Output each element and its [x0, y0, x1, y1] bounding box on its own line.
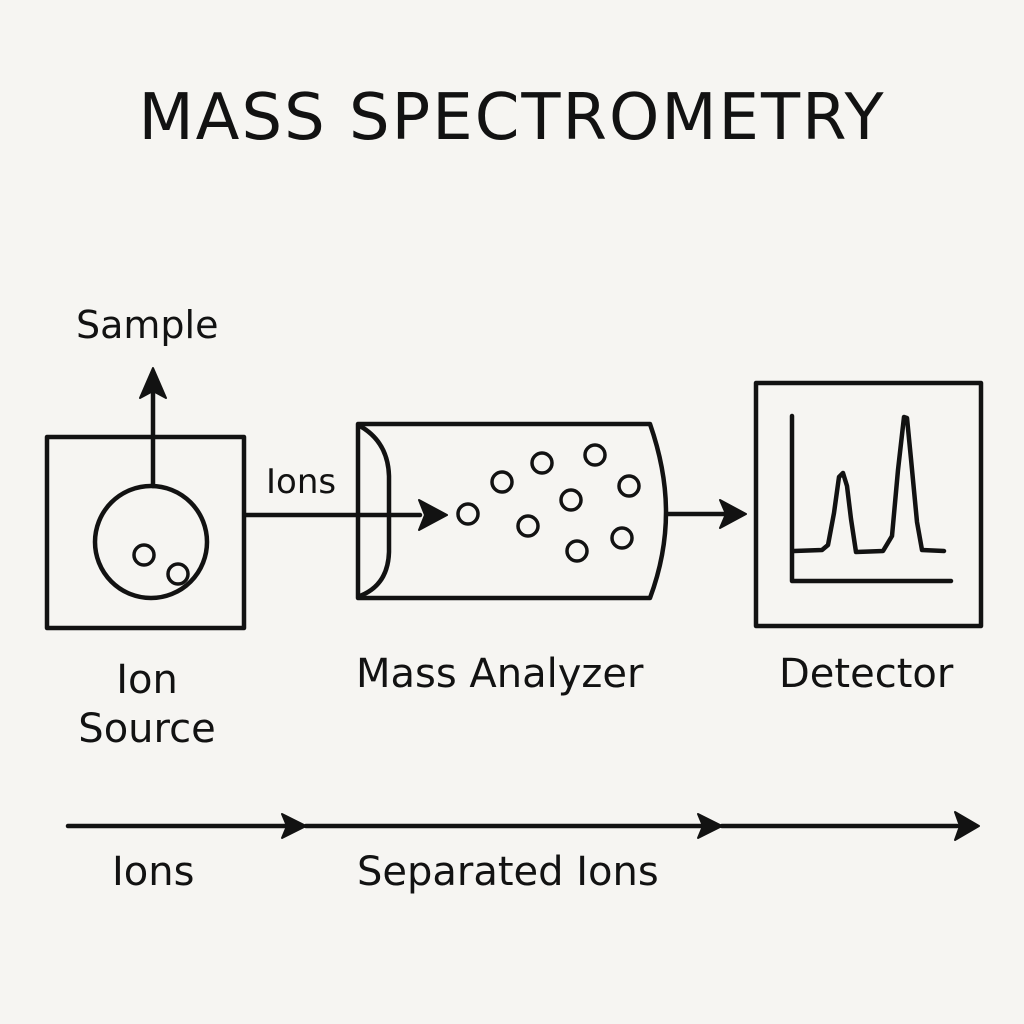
ion-source-box	[44, 434, 247, 631]
separated-ion	[456, 502, 480, 526]
separated-ion	[610, 526, 634, 550]
detector-block	[753, 380, 984, 629]
bottom-flow-arrowhead	[281, 813, 307, 839]
detector-label: Detector	[779, 651, 954, 697]
separated-ion	[530, 451, 554, 475]
separated-ion	[559, 488, 583, 512]
ion-particle	[132, 543, 156, 567]
detector-arrowhead	[719, 499, 747, 529]
bottom-flow-arrow	[65, 811, 980, 841]
bottom-ions-label: Ions	[112, 849, 195, 895]
bottom-flow-arrowhead	[954, 811, 980, 841]
diagram-title: MASS SPECTROMETRY	[138, 81, 886, 155]
detector-box	[753, 380, 984, 629]
ion-particle	[166, 562, 190, 586]
analyzer-entrance-curve	[357, 423, 392, 599]
ion-beam-arrow	[243, 499, 448, 531]
spectrum-peaks	[791, 414, 947, 555]
ion-beam-arrowhead	[418, 499, 448, 531]
sample-label: Sample	[76, 303, 219, 347]
separated-ion	[617, 474, 641, 498]
separated-ion	[490, 470, 514, 494]
mass-analyzer-label: Mass Analyzer	[356, 651, 644, 697]
mass-analyzer-body	[355, 421, 669, 601]
mass-analyzer-block	[355, 421, 669, 601]
ion-source-block	[44, 367, 247, 631]
separated-ions-label: Separated Ions	[357, 849, 659, 895]
spectrum-axes	[789, 413, 954, 584]
sample-arrowhead	[139, 367, 167, 399]
bottom-flow-arrowhead	[697, 813, 723, 839]
separated-ion	[565, 539, 589, 563]
ionization-chamber	[92, 483, 210, 601]
separated-ion	[583, 443, 607, 467]
separated-ion	[516, 514, 540, 538]
ion-source-label: Ion Source	[78, 657, 216, 752]
detector-arrow	[664, 499, 747, 529]
ions-label-top: Ions	[266, 462, 337, 502]
